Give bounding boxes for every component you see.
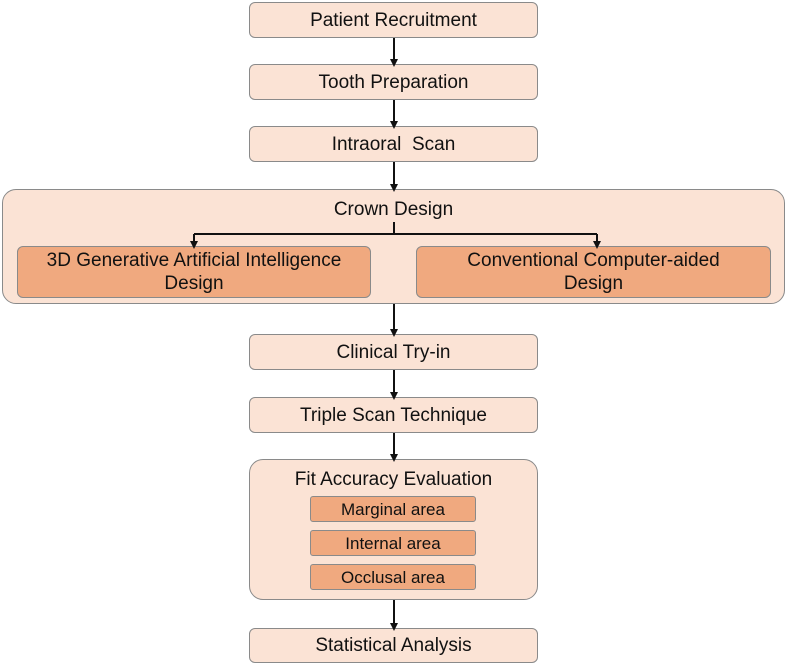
step-statistical-analysis: Statistical Analysis [249,628,538,663]
step-intraoral-scan: Intraoral Scan [249,126,538,162]
area-occlusal-label: Occlusal area [341,567,445,587]
step-tooth-preparation: Tooth Preparation [249,64,538,100]
conventional-design-label: Conventional Computer-aided Design [467,250,720,294]
conventional-design-box: Conventional Computer-aided Design [416,246,771,298]
area-marginal: Marginal area [310,496,476,522]
step-triple-scan-label: Triple Scan Technique [300,404,487,426]
area-marginal-label: Marginal area [341,499,445,519]
area-internal-label: Internal area [345,533,441,553]
step-clinical-try-in: Clinical Try-in [249,334,538,370]
ai-design-label: 3D Generative Artificial Intelligence De… [46,250,342,294]
crown-design-title: Crown Design [333,199,454,220]
area-internal: Internal area [310,530,476,556]
step-patient-recruitment: Patient Recruitment [249,2,538,38]
ai-design-box: 3D Generative Artificial Intelligence De… [17,246,371,298]
step-statistical-analysis-label: Statistical Analysis [315,635,472,656]
step-patient-recruitment-label: Patient Recruitment [310,9,477,31]
step-intraoral-scan-label: Intraoral Scan [331,133,456,155]
area-occlusal: Occlusal area [310,564,476,590]
step-tooth-preparation-label: Tooth Preparation [318,71,469,93]
fit-evaluation-title: Fit Accuracy Evaluation [294,469,493,490]
step-triple-scan: Triple Scan Technique [249,397,538,433]
step-clinical-try-in-label: Clinical Try-in [336,341,451,363]
